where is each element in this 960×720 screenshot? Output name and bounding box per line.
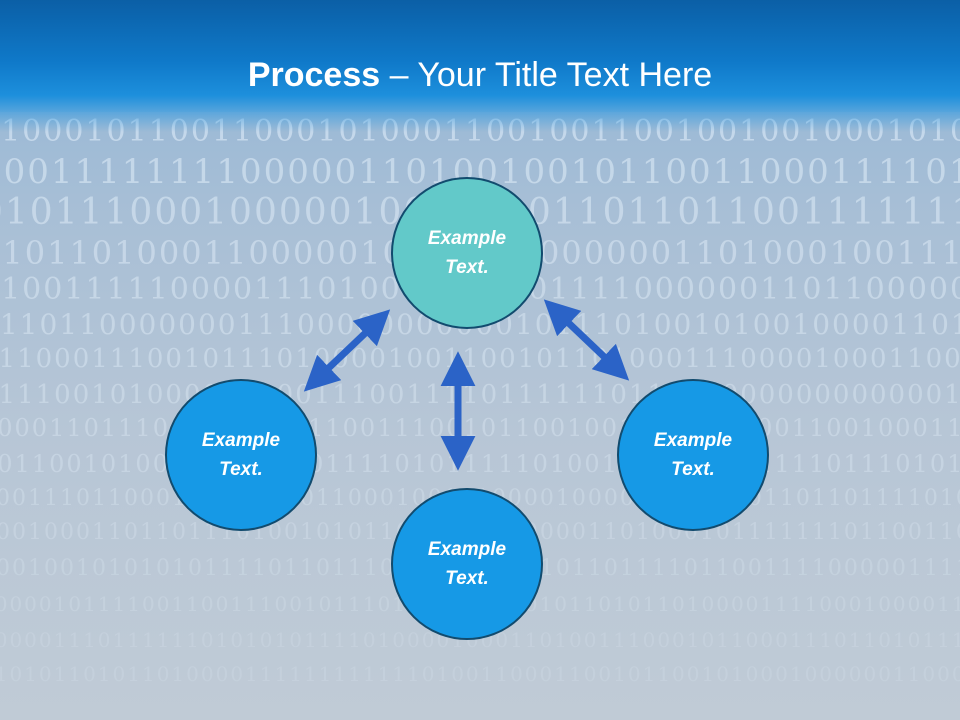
title-bold: Process <box>247 56 381 94</box>
node-bottom-line1: Example <box>427 539 507 560</box>
node-left-line2: Text. <box>219 459 263 480</box>
title-bar <box>0 0 960 132</box>
arrow-top-right <box>543 299 630 381</box>
node-right-line2: Text. <box>671 459 715 480</box>
node-right-line1: Example <box>653 430 733 451</box>
node-left-line1: Example <box>201 430 281 451</box>
slide-title: Process – Your Title Text Here <box>0 52 960 98</box>
title-rest: Your Title Text Here <box>417 56 713 94</box>
node-top-line2: Text. <box>445 257 489 278</box>
arrow-top-left <box>303 309 391 392</box>
node-top-line1: Example <box>427 228 507 249</box>
title-dash: – <box>380 56 418 94</box>
node-bottom-line2: Text. <box>445 568 489 589</box>
